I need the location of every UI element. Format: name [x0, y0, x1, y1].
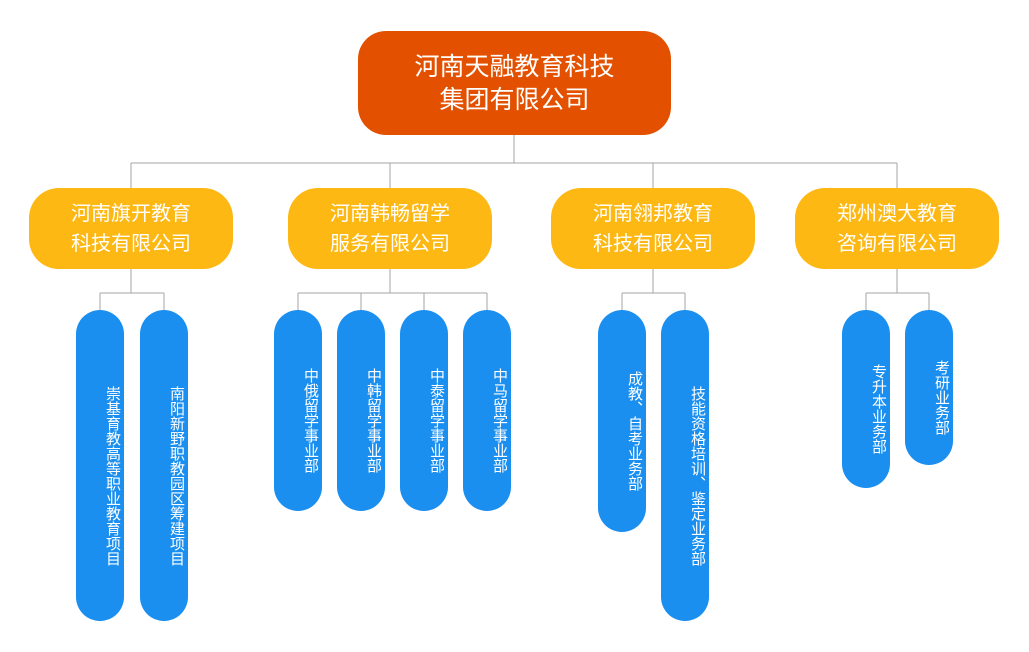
- company-node-hanchang: 河南韩畅留学 服务有限公司: [288, 188, 492, 269]
- company-title-line2: 服务有限公司: [330, 231, 450, 255]
- department-node: 南阳新野职教园区筹建项目: [140, 310, 188, 621]
- root-title-line1: 河南天融教育科技: [414, 52, 615, 81]
- department-label: 中泰留学事业部: [428, 368, 446, 473]
- department-node: 中俄留学事业部: [274, 310, 322, 511]
- company-title-line2: 咨询有限公司: [837, 231, 957, 255]
- department-node: 中泰留学事业部: [400, 310, 448, 511]
- department-node: 崇基育教高等职业教育项目: [76, 310, 124, 621]
- department-node: 中马留学事业部: [463, 310, 511, 511]
- department-label: 成教、自考业务部: [626, 371, 644, 491]
- company-node-qikai: 河南旗开教育 科技有限公司: [29, 188, 233, 269]
- department-label: 南阳新野职教园区筹建项目: [168, 385, 186, 566]
- company-node-aoda: 郑州澳大教育 咨询有限公司: [795, 188, 999, 269]
- department-node: 专升本业务部: [842, 310, 890, 488]
- company-title-line2: 科技有限公司: [71, 231, 191, 255]
- department-label: 考研业务部: [933, 360, 951, 435]
- root-node: 河南天融教育科技 集团有限公司: [358, 31, 671, 135]
- department-node: 考研业务部: [905, 310, 953, 465]
- department-label: 中韩留学事业部: [365, 368, 383, 473]
- company-title-line2: 科技有限公司: [593, 231, 713, 255]
- department-label: 专升本业务部: [870, 364, 888, 454]
- department-node: 中韩留学事业部: [337, 310, 385, 511]
- company-title-line1: 河南韩畅留学: [330, 201, 450, 225]
- company-title-line1: 郑州澳大教育: [837, 201, 957, 225]
- department-node: 技能资格培训、鉴定业务部: [661, 310, 709, 621]
- company-node-lingbang: 河南翎邦教育 科技有限公司: [551, 188, 755, 269]
- company-title-line1: 河南旗开教育: [71, 201, 191, 225]
- department-label: 崇基育教高等职业教育项目: [104, 385, 122, 566]
- company-title-line1: 河南翎邦教育: [593, 201, 713, 225]
- department-node: 成教、自考业务部: [598, 310, 646, 532]
- root-title-line2: 集团有限公司: [439, 85, 590, 114]
- department-label: 中马留学事业部: [491, 368, 509, 473]
- department-label: 技能资格培训、鉴定业务部: [689, 385, 707, 566]
- department-label: 中俄留学事业部: [302, 368, 320, 473]
